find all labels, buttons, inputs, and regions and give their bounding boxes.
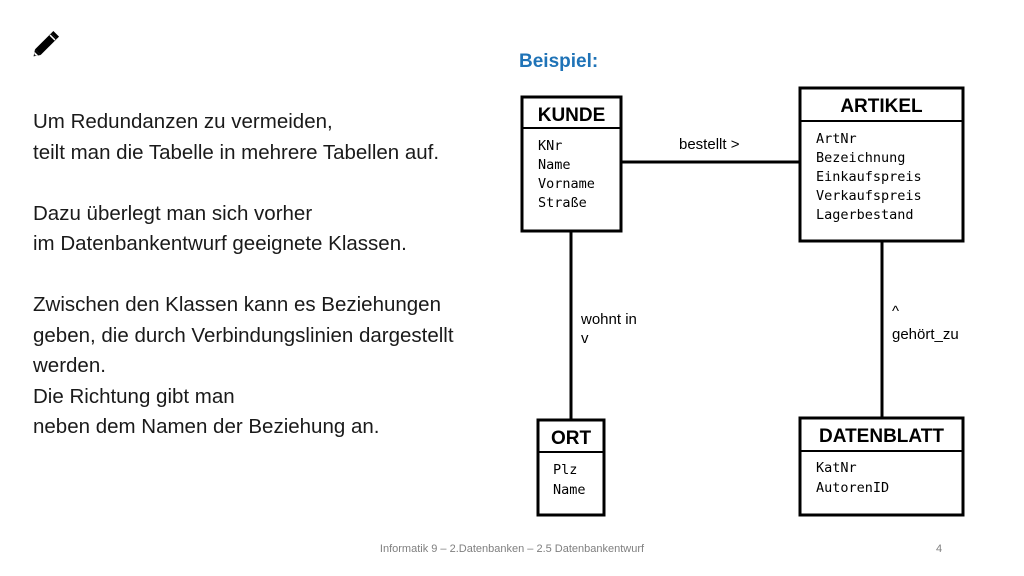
relation-label-bestellt: bestellt > — [679, 136, 740, 153]
text-line: Um Redundanzen zu vermeiden, — [33, 110, 333, 133]
class-attribute: Name — [553, 482, 586, 498]
pencil-icon — [33, 30, 60, 57]
text-line: teilt man die Tabelle in mehrere Tabelle… — [33, 140, 440, 164]
text-line: Die Richtung gibt man — [33, 384, 235, 408]
class-artikel: ARTIKEL ArtNr Bezeichnung Einkaufspreis … — [798, 86, 965, 243]
body-text: Um Redundanzen zu vermeiden, teilt man d… — [33, 107, 523, 443]
text-line: Zwischen den Klassen kann es Beziehungen — [33, 293, 441, 316]
relation-direction-gehoert-zu: ^ — [892, 303, 899, 320]
relation-direction-wohnt-in: v — [581, 330, 589, 347]
class-attribute: Straße — [538, 195, 587, 211]
class-attribute: ArtNr — [816, 131, 857, 147]
class-attribute: KatNr — [816, 460, 857, 476]
class-ort: ORT Plz Name — [536, 418, 606, 517]
footer-text: Informatik 9 – 2.Datenbanken – 2.5 Daten… — [379, 543, 645, 555]
class-attribute: Vorname — [538, 176, 595, 192]
class-kunde-title: KUNDE — [538, 105, 606, 126]
relation-direction: > — [731, 136, 740, 153]
class-attribute: KNr — [538, 138, 562, 154]
class-datenblatt-title: DATENBLATT — [819, 426, 944, 447]
page-number: 4 — [936, 543, 943, 555]
text-line: Dazu überlegt man sich vorher — [33, 201, 313, 225]
class-kunde: KUNDE KNr Name Vorname Straße — [520, 95, 623, 233]
class-attribute: Name — [538, 157, 571, 173]
class-ort-title: ORT — [551, 428, 592, 449]
text-line: neben dem Namen der Beziehung an. — [33, 415, 380, 438]
class-attribute: Einkaufspreis — [816, 169, 922, 185]
class-datenblatt: DATENBLATT KatNr AutorenID — [798, 416, 965, 517]
class-attribute: Plz — [553, 462, 577, 478]
relation-label-wohnt-in: wohnt in — [580, 311, 637, 328]
text-line: werden. — [33, 354, 106, 377]
class-attribute: Verkaufspreis — [816, 188, 922, 204]
example-heading: Beispiel: — [519, 51, 599, 72]
relation-name: bestellt — [679, 136, 727, 153]
class-artikel-title: ARTIKEL — [840, 96, 923, 117]
relation-label-gehoert-zu: gehört_zu — [892, 326, 959, 343]
class-attribute: Lagerbestand — [816, 207, 914, 223]
text-line: im Datenbankentwurf geeignete Klassen. — [33, 232, 407, 255]
text-line: geben, die durch Verbindungslinien darge… — [33, 323, 454, 347]
class-attribute: AutorenID — [816, 480, 889, 496]
class-attribute: Bezeichnung — [816, 150, 905, 166]
